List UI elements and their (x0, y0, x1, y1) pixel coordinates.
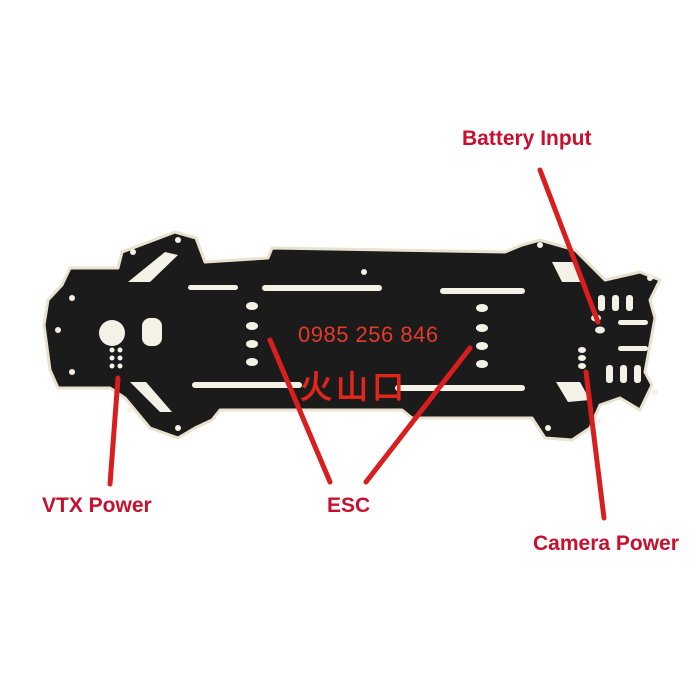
callout-lines (107, 167, 607, 521)
esc-label: ESC (327, 494, 371, 517)
pcb-board (42, 230, 662, 442)
battery-input-line (537, 167, 601, 325)
battery-input-label: Battery Input (462, 127, 592, 150)
watermark-shop-name: 火山口 (300, 368, 409, 406)
vtx-power-label: VTX Power (42, 494, 152, 517)
camera-power-line (583, 369, 607, 521)
esc-left-line (267, 337, 333, 485)
esc-right-line (363, 345, 473, 485)
camera-power-label: Camera Power (533, 532, 679, 555)
vtx-power-line (107, 375, 121, 487)
watermark-phone: 0985 256 846 (298, 322, 439, 347)
